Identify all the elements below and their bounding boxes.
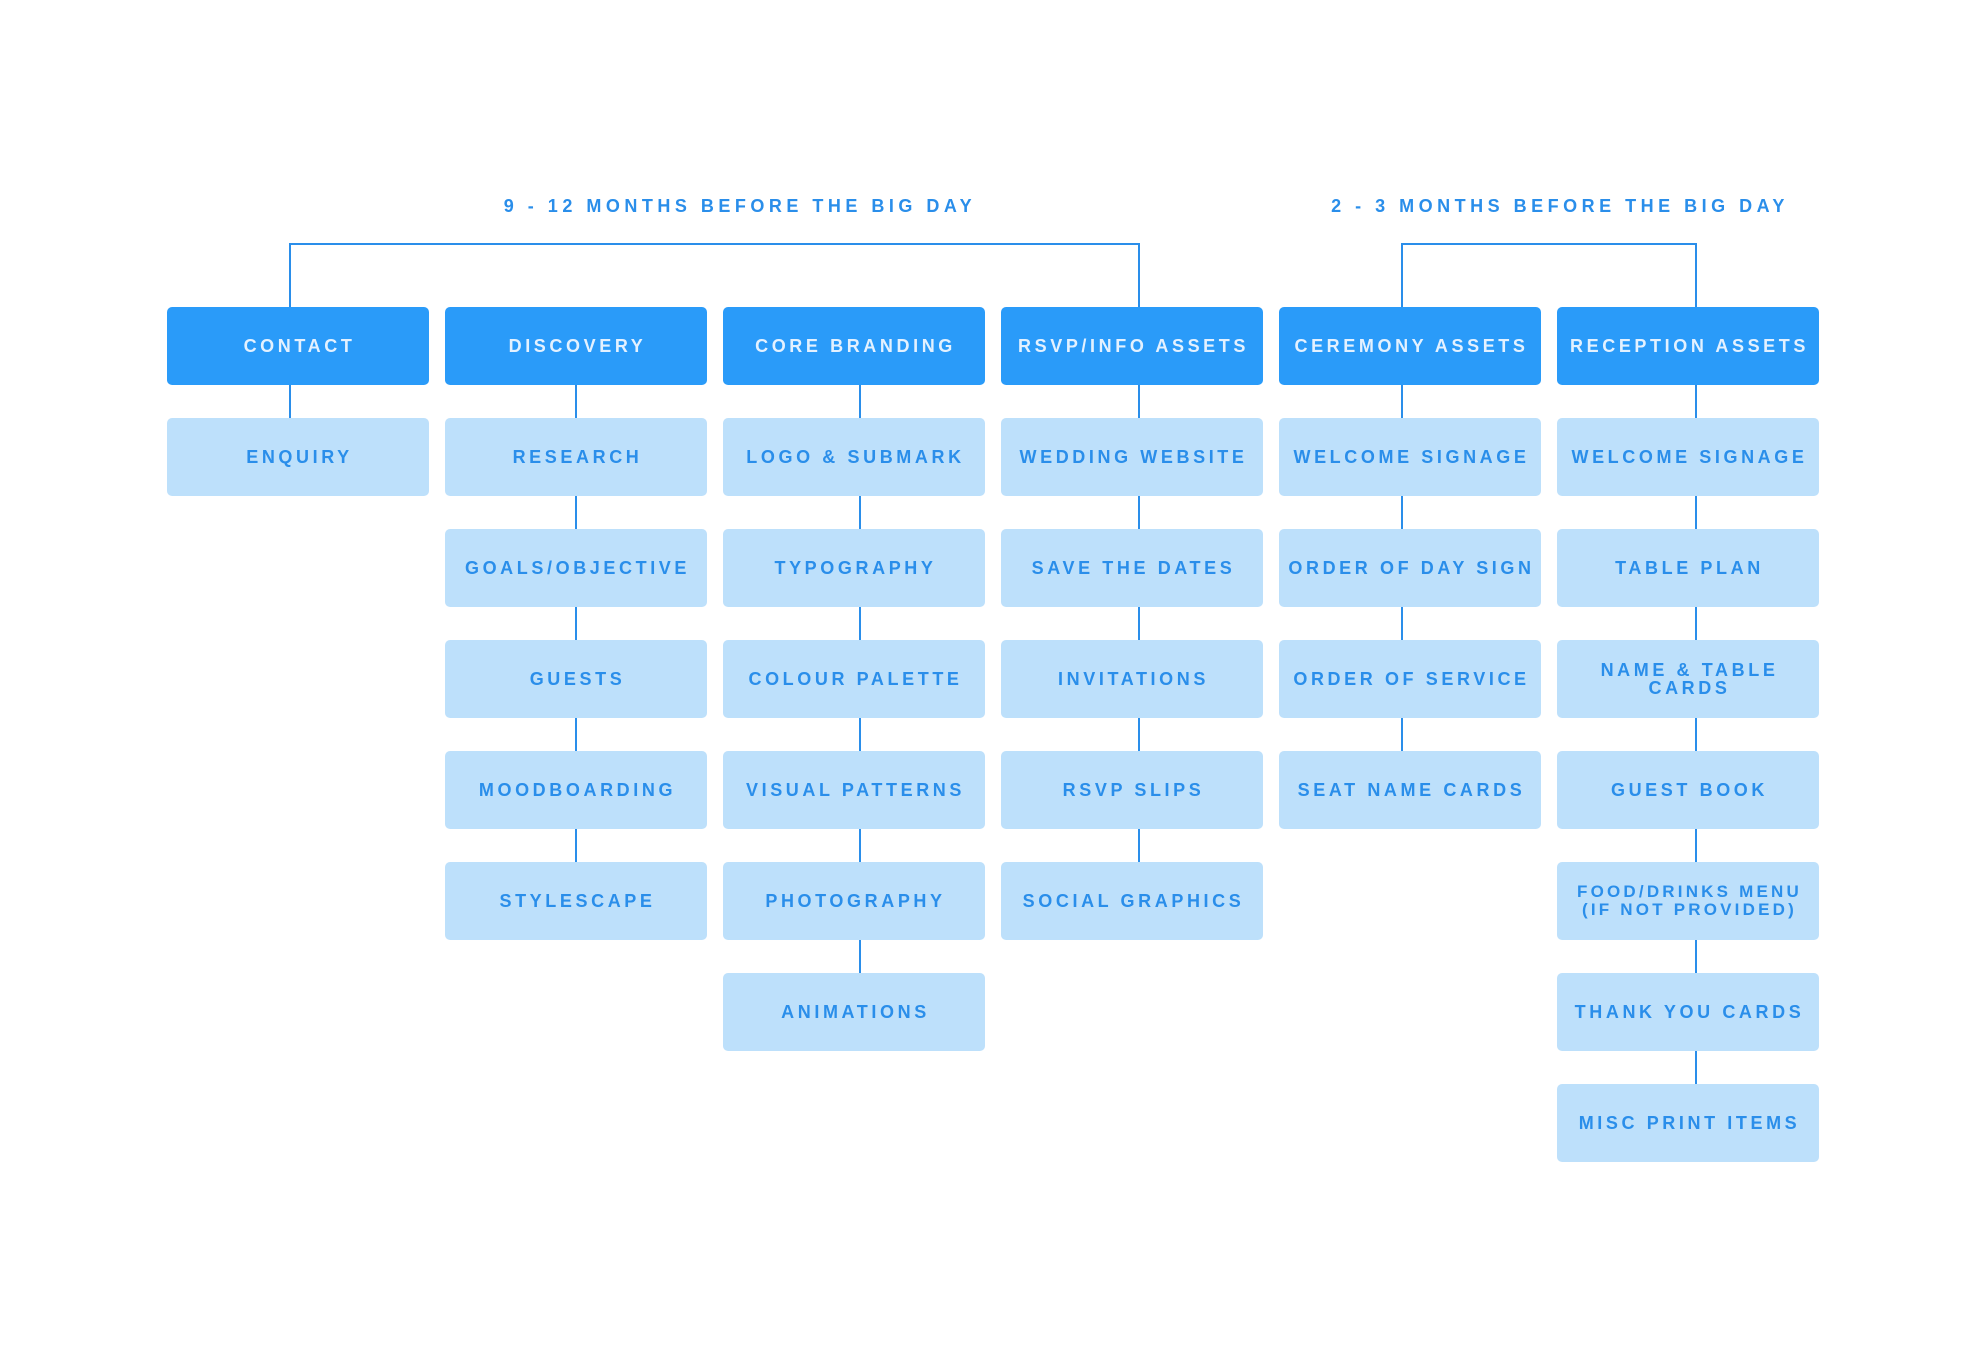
item-guest-book: GUEST BOOK — [1557, 751, 1819, 829]
item-thank-you-cards: THANK YOU CARDS — [1557, 973, 1819, 1051]
item-enquiry: ENQUIRY — [167, 418, 429, 496]
item-guests: GUESTS — [445, 640, 707, 718]
item-table-plan: TABLE PLAN — [1557, 529, 1819, 607]
item-order-of-service: ORDER OF SERVICE — [1279, 640, 1541, 718]
item-wedding-website: WEDDING WEBSITE — [1001, 418, 1263, 496]
header-rsvp-info-assets: RSVP/INFO ASSETS — [1001, 307, 1263, 385]
item-moodboarding: MOODBOARDING — [445, 751, 707, 829]
item-seat-name-cards: SEAT NAME CARDS — [1279, 751, 1541, 829]
header-ceremony-assets: CEREMONY ASSETS — [1279, 307, 1541, 385]
item-colour-palette: COLOUR PALETTE — [723, 640, 985, 718]
item-name-table-cards: NAME & TABLE CARDS — [1557, 640, 1819, 718]
header-discovery: DISCOVERY — [445, 307, 707, 385]
item-logo-submark: LOGO & SUBMARK — [723, 418, 985, 496]
item-save-the-dates: SAVE THE DATES — [1001, 529, 1263, 607]
item-typography: TYPOGRAPHY — [723, 529, 985, 607]
item-goals-objective: GOALS/OBJECTIVE — [445, 529, 707, 607]
item-animations: ANIMATIONS — [723, 973, 985, 1051]
header-contact: CONTACT — [167, 307, 429, 385]
item-order-of-day-sign: ORDER OF DAY SIGN — [1279, 529, 1541, 607]
item-social-graphics: SOCIAL GRAPHICS — [1001, 862, 1263, 940]
item-stylescape: STYLESCAPE — [445, 862, 707, 940]
phase-label-late: 2 - 3 MONTHS BEFORE THE BIG DAY — [1331, 196, 1789, 216]
item-ceremony-welcome-signage: WELCOME SIGNAGE — [1279, 418, 1541, 496]
item-reception-welcome-signage: WELCOME SIGNAGE — [1557, 418, 1819, 496]
item-rsvp-slips: RSVP SLIPS — [1001, 751, 1263, 829]
item-visual-patterns: VISUAL PATTERNS — [723, 751, 985, 829]
item-food-drinks-menu: FOOD/DRINKS MENU (IF NOT PROVIDED) — [1557, 862, 1819, 940]
header-core-branding: CORE BRANDING — [723, 307, 985, 385]
header-reception-assets: RECEPTION ASSETS — [1557, 307, 1819, 385]
phase-label-early: 9 - 12 MONTHS BEFORE THE BIG DAY — [503, 196, 977, 216]
item-misc-print-items: MISC PRINT ITEMS — [1557, 1084, 1819, 1162]
item-research: RESEARCH — [445, 418, 707, 496]
item-invitations: INVITATIONS — [1001, 640, 1263, 718]
item-photography: PHOTOGRAPHY — [723, 862, 985, 940]
